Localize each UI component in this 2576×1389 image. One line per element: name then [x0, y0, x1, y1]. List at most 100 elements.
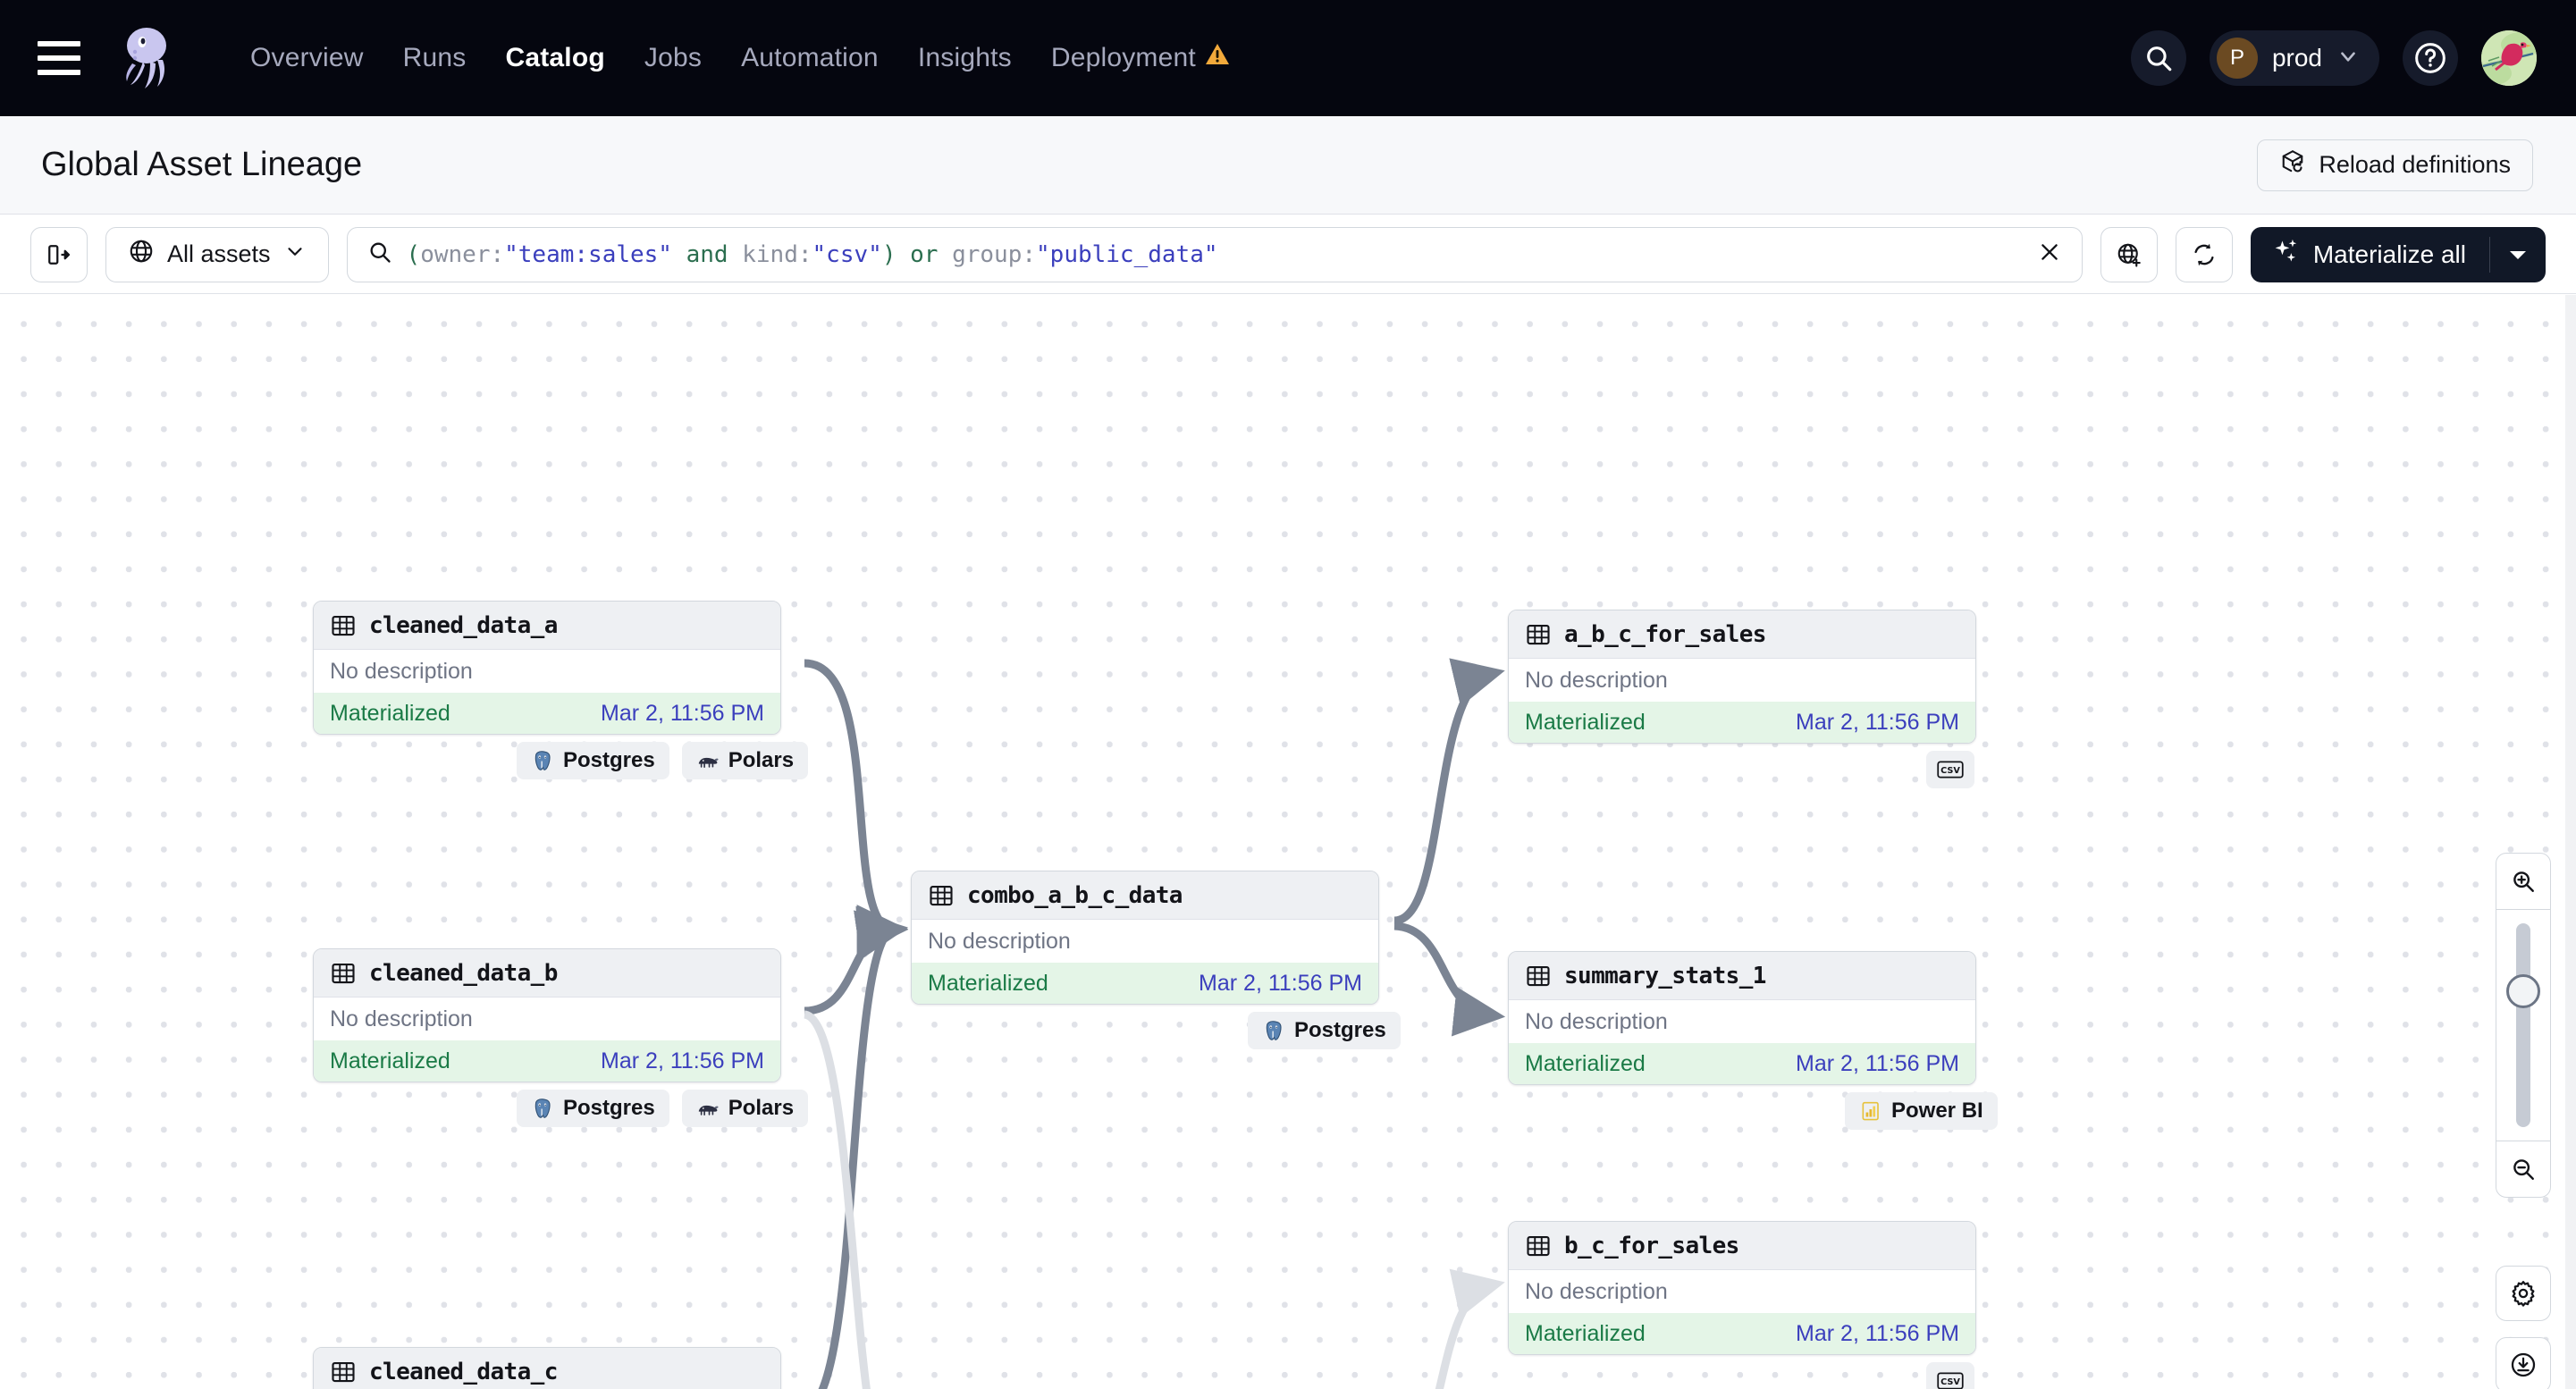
asset-node-name: cleaned_data_b	[369, 959, 558, 987]
asset-node-description: No description	[314, 998, 780, 1040]
lineage-edges	[803, 658, 1506, 1389]
kind-tag-polars[interactable]: Polars	[681, 1090, 809, 1127]
lineage-toolbar: All assets (owner:"team:sales" and kind:…	[0, 215, 2576, 294]
user-avatar[interactable]	[2481, 30, 2537, 86]
asset-node-name: cleaned_data_c	[369, 1358, 558, 1385]
zoom-controls	[2496, 853, 2551, 1198]
reload-definitions-label: Reload definitions	[2319, 151, 2511, 178]
asset-node-status-label[interactable]: Materialized	[1525, 709, 1646, 735]
zoom-slider-track	[2516, 923, 2530, 1127]
zoom-slider-thumb[interactable]	[2506, 974, 2540, 1008]
asset-node-kind-tags: Power BI	[1845, 1092, 1998, 1130]
asset-node-kind-tags: Postgres Polars	[517, 742, 809, 779]
asset-node-header: cleaned_data_b	[314, 949, 780, 998]
nav-link-insights[interactable]: Insights	[917, 43, 1012, 72]
asset-node-description: No description	[1509, 659, 1975, 702]
globe-icon	[128, 238, 155, 271]
asset-search-box[interactable]: (owner:"team:sales" and kind:"csv") or g…	[346, 226, 2083, 282]
asset-scope-label: All assets	[167, 240, 271, 267]
kind-tag-csv[interactable]: CSV	[1926, 751, 1974, 788]
asset-node-header: cleaned_data_a	[314, 602, 780, 650]
asset-node-cleaned_data_c[interactable]: cleaned_data_cNo descriptionMaterialized…	[313, 1347, 781, 1389]
nav-link-overview[interactable]: Overview	[250, 43, 364, 72]
powerbi-icon	[1859, 1099, 1882, 1123]
nav-link-jobs[interactable]: Jobs	[644, 43, 703, 72]
kind-tag-label: Postgres	[563, 748, 655, 772]
top-navigation-bar: Overview Runs Catalog Jobs Automation In…	[0, 0, 2576, 116]
edge-combo-bc-to-bc-sales	[1435, 1268, 1505, 1389]
kind-tag-postgres[interactable]: Postgres	[517, 742, 669, 779]
kind-tag-csv[interactable]: CSV	[1926, 1362, 1974, 1389]
asset-node-header: a_b_c_for_sales	[1509, 610, 1975, 659]
asset-node-name: cleaned_data_a	[369, 611, 558, 639]
asset-node-header: cleaned_data_c	[314, 1348, 780, 1389]
globe-add-button[interactable]	[2100, 226, 2158, 282]
asset-node-description: No description	[912, 920, 1378, 963]
cube-reload-icon	[2279, 148, 2306, 181]
asset-node-timestamp[interactable]: Mar 2, 11:56 PM	[1796, 1320, 1959, 1346]
kind-tag-postgres[interactable]: Postgres	[517, 1090, 669, 1127]
edge-a-to-combo-abc	[804, 659, 909, 955]
materialize-all-main[interactable]: Materialize all	[2251, 227, 2489, 282]
kind-tag-label: Power BI	[1891, 1099, 1983, 1123]
csv-icon: CSV	[1937, 1371, 1964, 1389]
asset-node-status-label[interactable]: Materialized	[928, 970, 1048, 996]
asset-node-kind-tags: CSV	[1926, 1362, 1974, 1389]
asset-node-status-label[interactable]: Materialized	[1525, 1050, 1646, 1076]
nav-link-runs[interactable]: Runs	[402, 43, 467, 72]
zoom-out-icon[interactable]	[2496, 1141, 2550, 1197]
clear-search-icon[interactable]	[2037, 240, 2062, 269]
asset-node-status-label[interactable]: Materialized	[1525, 1320, 1646, 1346]
materialize-dropdown-caret[interactable]	[2490, 227, 2546, 282]
nav-link-automation[interactable]: Automation	[741, 43, 879, 72]
help-question-icon[interactable]	[2403, 30, 2458, 86]
kind-tag-label: Polars	[728, 748, 795, 772]
zoom-slider[interactable]	[2496, 909, 2550, 1141]
refresh-button[interactable]	[2175, 226, 2233, 282]
kind-tag-postgres[interactable]: Postgres	[1248, 1012, 1401, 1049]
chevron-down-icon	[283, 240, 307, 269]
global-search-icon[interactable]	[2130, 30, 2186, 86]
asset-node-name: summary_stats_1	[1564, 962, 1766, 989]
asset-node-timestamp[interactable]: Mar 2, 11:56 PM	[601, 700, 764, 726]
kind-tag-power-bi[interactable]: Power BI	[1845, 1092, 1998, 1130]
hamburger-menu-icon[interactable]	[38, 41, 80, 75]
page-header: Global Asset Lineage Reload definitions	[0, 116, 2576, 215]
dagster-logo-icon[interactable]	[113, 22, 184, 94]
asset-search-input[interactable]: (owner:"team:sales" and kind:"csv") or g…	[406, 240, 1218, 268]
reload-definitions-button[interactable]: Reload definitions	[2257, 139, 2533, 191]
nav-links: Overview Runs Catalog Jobs Automation In…	[231, 43, 1250, 73]
table-icon	[1525, 621, 1552, 648]
sidebar-toggle-button[interactable]	[30, 226, 88, 282]
asset-node-status-label[interactable]: Materialized	[330, 700, 450, 726]
asset-node-description: No description	[1509, 1270, 1975, 1313]
deployment-switcher[interactable]: P prod	[2209, 30, 2379, 86]
canvas-vertical-scrollbar[interactable]	[2565, 295, 2576, 1389]
download-lineage-button[interactable]	[2496, 1337, 2551, 1389]
csv-icon: CSV	[1937, 760, 1964, 779]
search-icon	[367, 240, 392, 269]
materialize-all-button[interactable]: Materialize all	[2250, 226, 2546, 282]
asset-node-kind-tags: Postgres Polars	[517, 1090, 809, 1127]
asset-node-name: b_c_for_sales	[1564, 1232, 1739, 1259]
asset-scope-selector[interactable]: All assets	[105, 226, 329, 282]
asset-node-timestamp[interactable]: Mar 2, 11:56 PM	[1199, 970, 1362, 996]
nav-link-deployment[interactable]: Deployment	[1031, 43, 1250, 73]
asset-node-status-row: Materialized Mar 2, 11:56 PM	[1509, 1313, 1975, 1354]
materialize-separator	[2489, 236, 2490, 273]
asset-node-status-label[interactable]: Materialized	[330, 1048, 450, 1073]
asset-node-timestamp[interactable]: Mar 2, 11:56 PM	[1796, 709, 1959, 735]
lineage-settings-button[interactable]	[2496, 1266, 2551, 1321]
kind-tag-polars[interactable]: Polars	[681, 742, 809, 779]
asset-node-timestamp[interactable]: Mar 2, 11:56 PM	[601, 1048, 764, 1073]
asset-node-timestamp[interactable]: Mar 2, 11:56 PM	[1796, 1050, 1959, 1076]
nav-link-catalog[interactable]: Catalog	[505, 43, 605, 72]
zoom-in-icon[interactable]	[2496, 854, 2550, 909]
